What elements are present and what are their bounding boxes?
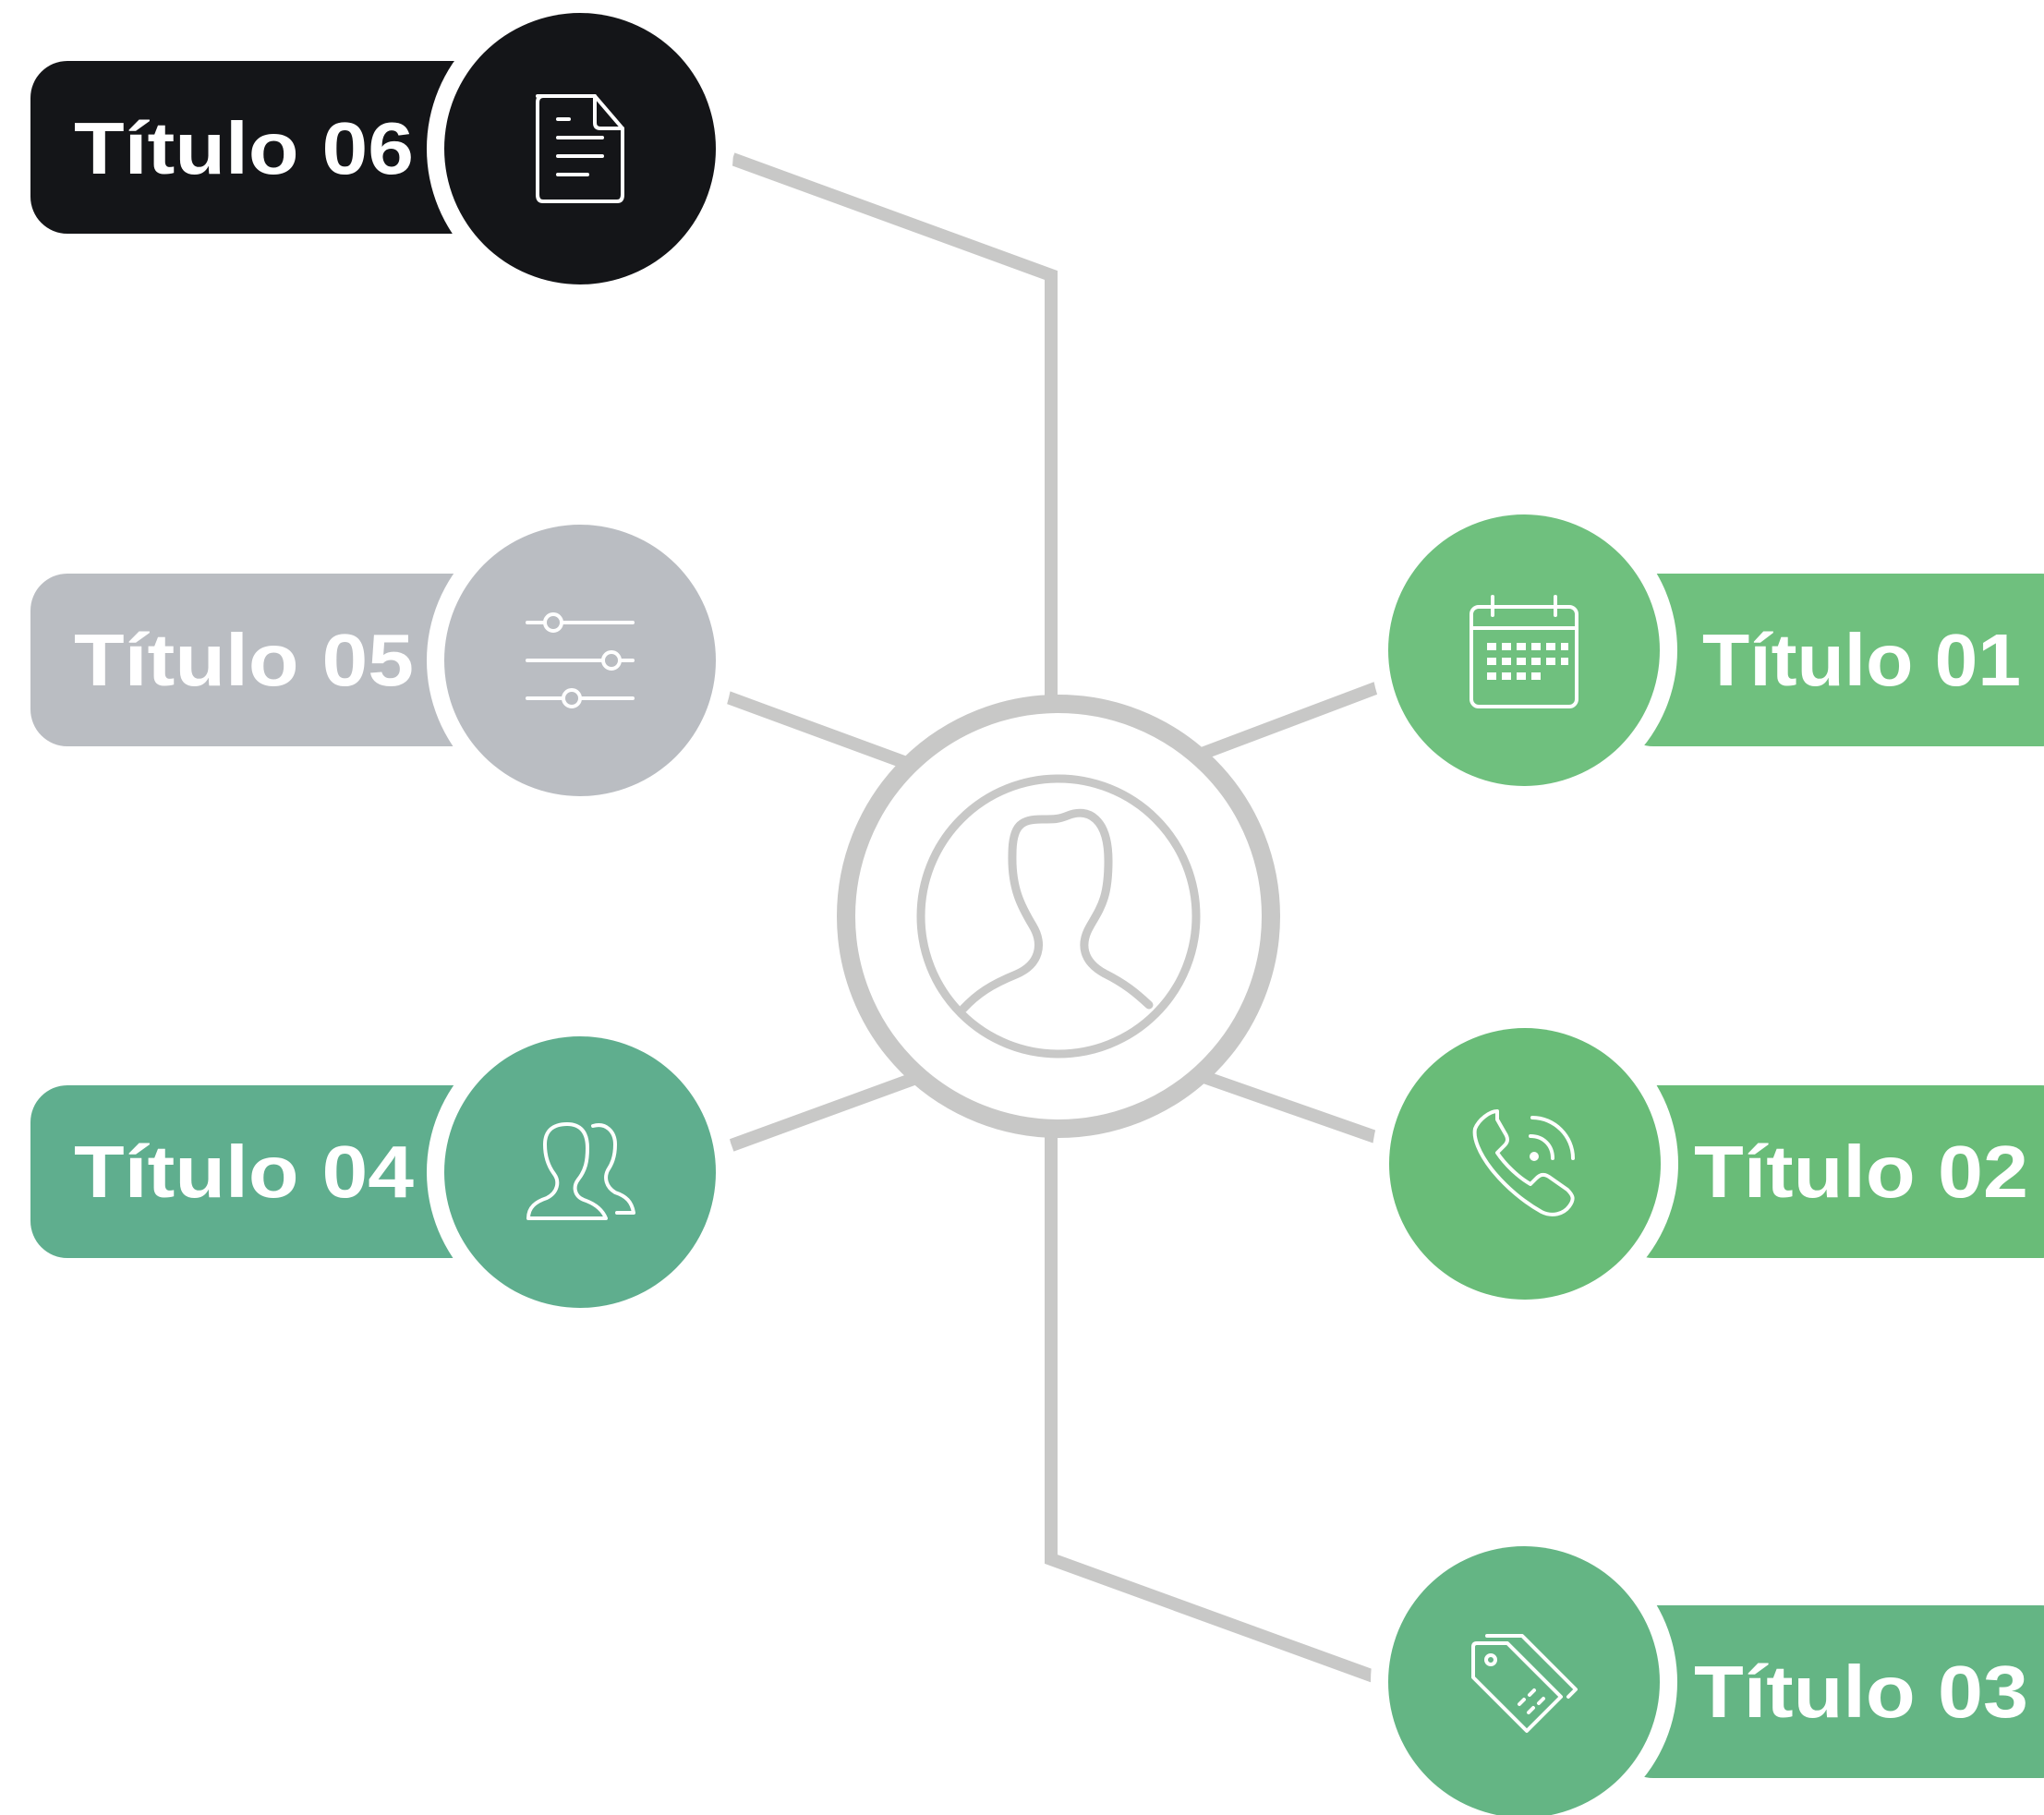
node-04-label: Título 04	[74, 1131, 415, 1213]
document-icon	[536, 94, 624, 203]
node-02-label-pill	[1616, 1085, 2044, 1258]
node-06[interactable]: Título 06	[30, 0, 733, 302]
node-05-label: Título 05	[74, 619, 414, 701]
price-tag-icon	[1471, 1634, 1578, 1733]
connector-01	[1187, 681, 1381, 765]
connectors	[725, 152, 1381, 1684]
node-03-label: Título 03	[1694, 1651, 2028, 1733]
connector-03	[1045, 1131, 1379, 1684]
node-02-label: Título 02	[1694, 1131, 2028, 1213]
node-05[interactable]: Título 05	[30, 507, 733, 814]
node-05-label-pill	[30, 574, 517, 746]
node-06-circle	[444, 13, 716, 284]
user-silhouette-icon	[959, 808, 1154, 1013]
node-04-label-pill	[30, 1085, 517, 1258]
connector-04	[729, 1069, 926, 1152]
node-01-label-pill	[1616, 574, 2044, 746]
central-hub	[837, 695, 1280, 1138]
node-03-circle	[1388, 1546, 1660, 1815]
node-06-label-pill	[30, 61, 517, 234]
node-02-circle	[1389, 1028, 1661, 1300]
connector-05	[725, 691, 919, 773]
node-01-label: Título 01	[1702, 619, 2021, 701]
connector-02	[1196, 1069, 1381, 1144]
calendar-icon	[1470, 595, 1578, 708]
connector-06	[730, 152, 1058, 702]
people-icon	[526, 1122, 635, 1220]
node-03[interactable]: Título 03	[1371, 1529, 2044, 1815]
sliders-icon	[526, 612, 635, 708]
node-06-label: Título 06	[74, 107, 414, 189]
node-04-circle	[444, 1036, 716, 1308]
phone-call-icon	[1472, 1109, 1575, 1216]
node-01[interactable]: Título 01	[1371, 497, 2044, 804]
node-04[interactable]: Título 04	[30, 1019, 733, 1325]
node-02[interactable]: Título 02	[1372, 1010, 2044, 1317]
node-03-label-pill	[1616, 1605, 2044, 1778]
